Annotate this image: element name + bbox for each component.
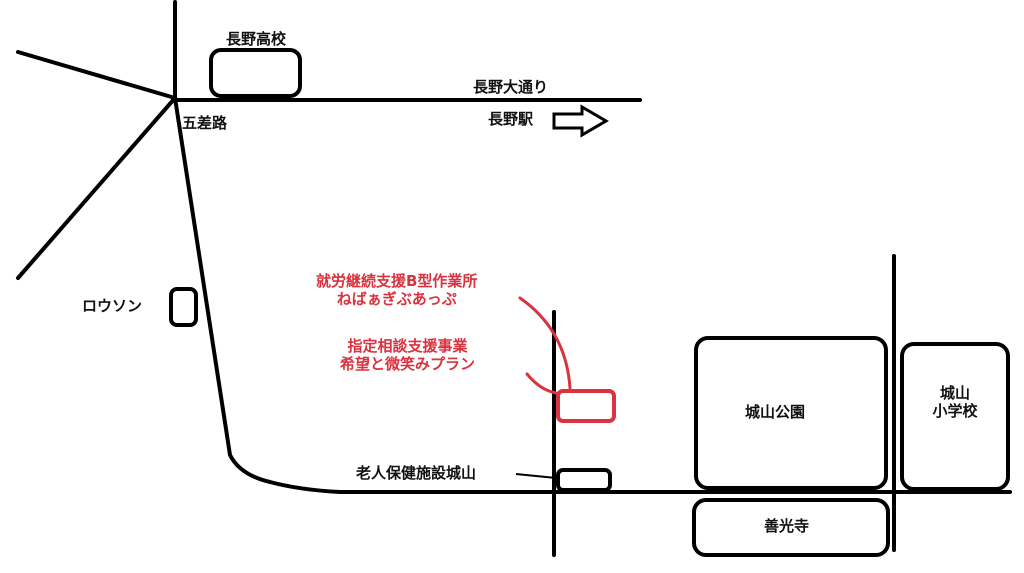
label-consult-line1: 指定相談支援事業 <box>347 337 468 355</box>
label-nagano-high-school: 長野高校 <box>226 30 287 48</box>
right-arrow-icon <box>552 104 609 138</box>
label-zenkoji: 善光寺 <box>764 517 810 535</box>
label-joyama-school-line2: 小学校 <box>932 402 978 420</box>
highlight-leader-line <box>518 296 572 390</box>
label-nagano-oodori: 長野大通り <box>473 78 549 96</box>
label-gosaro: 五差路 <box>182 114 228 132</box>
label-nagano-station: 長野駅 <box>488 110 534 128</box>
zenkoji-building <box>692 498 890 557</box>
label-lawson: ロウソン <box>82 297 143 315</box>
elderly-facility-building <box>556 468 612 492</box>
label-elderly-facility: 老人保健施設城山 <box>356 464 477 482</box>
label-facility-line1: 就労継続支援B型作業所 <box>316 272 478 290</box>
consult-leader-line <box>525 372 558 395</box>
label-consult-line2: 希望と微笑みプラン <box>340 355 476 373</box>
lawson-building <box>169 287 198 327</box>
target-facility-building <box>556 389 616 423</box>
nagano-high-school-building <box>209 48 302 98</box>
label-joyama-park: 城山公園 <box>745 403 806 421</box>
joyama-park-area <box>694 336 888 490</box>
label-joyama-school-line1: 城山 <box>939 384 970 402</box>
label-consult: 指定相談支援事業 希望と微笑みプラン <box>340 337 475 373</box>
road-southwest-diagonal <box>16 96 177 280</box>
label-facility: 就労継続支援B型作業所 ねばぁぎぶあっぷ <box>316 272 477 308</box>
label-facility-line2: ねばぁぎぶあっぷ <box>336 290 457 308</box>
road-south-curve <box>173 96 1012 494</box>
elderly-leader-line <box>515 473 557 479</box>
road-northwest-diagonal <box>16 50 177 100</box>
label-joyama-school: 城山 小学校 <box>918 384 992 420</box>
joyama-school-building <box>900 342 1010 491</box>
